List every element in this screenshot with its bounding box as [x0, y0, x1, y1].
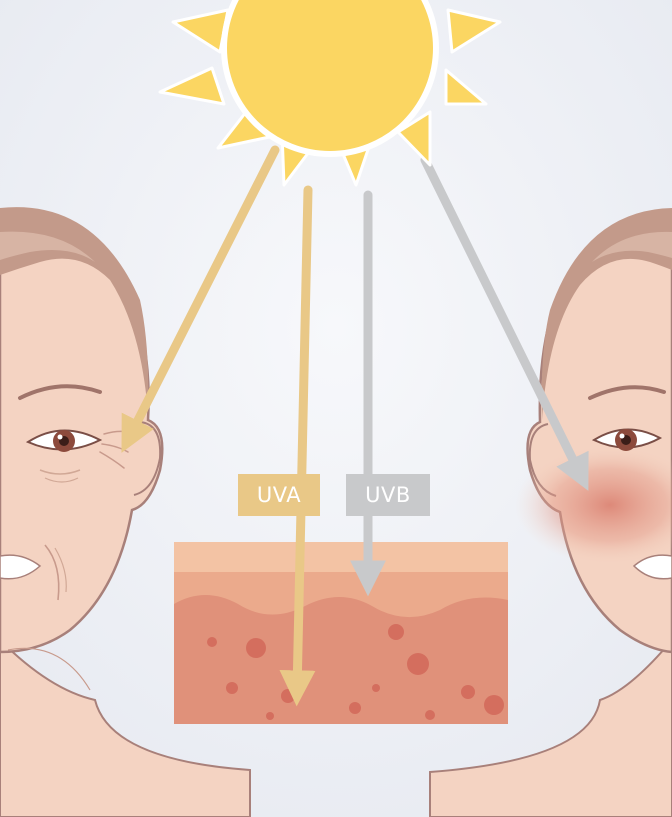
uva-label: UVA — [238, 474, 320, 516]
skin-layers-icon — [174, 542, 508, 724]
uvb-label: UVB — [346, 474, 430, 516]
